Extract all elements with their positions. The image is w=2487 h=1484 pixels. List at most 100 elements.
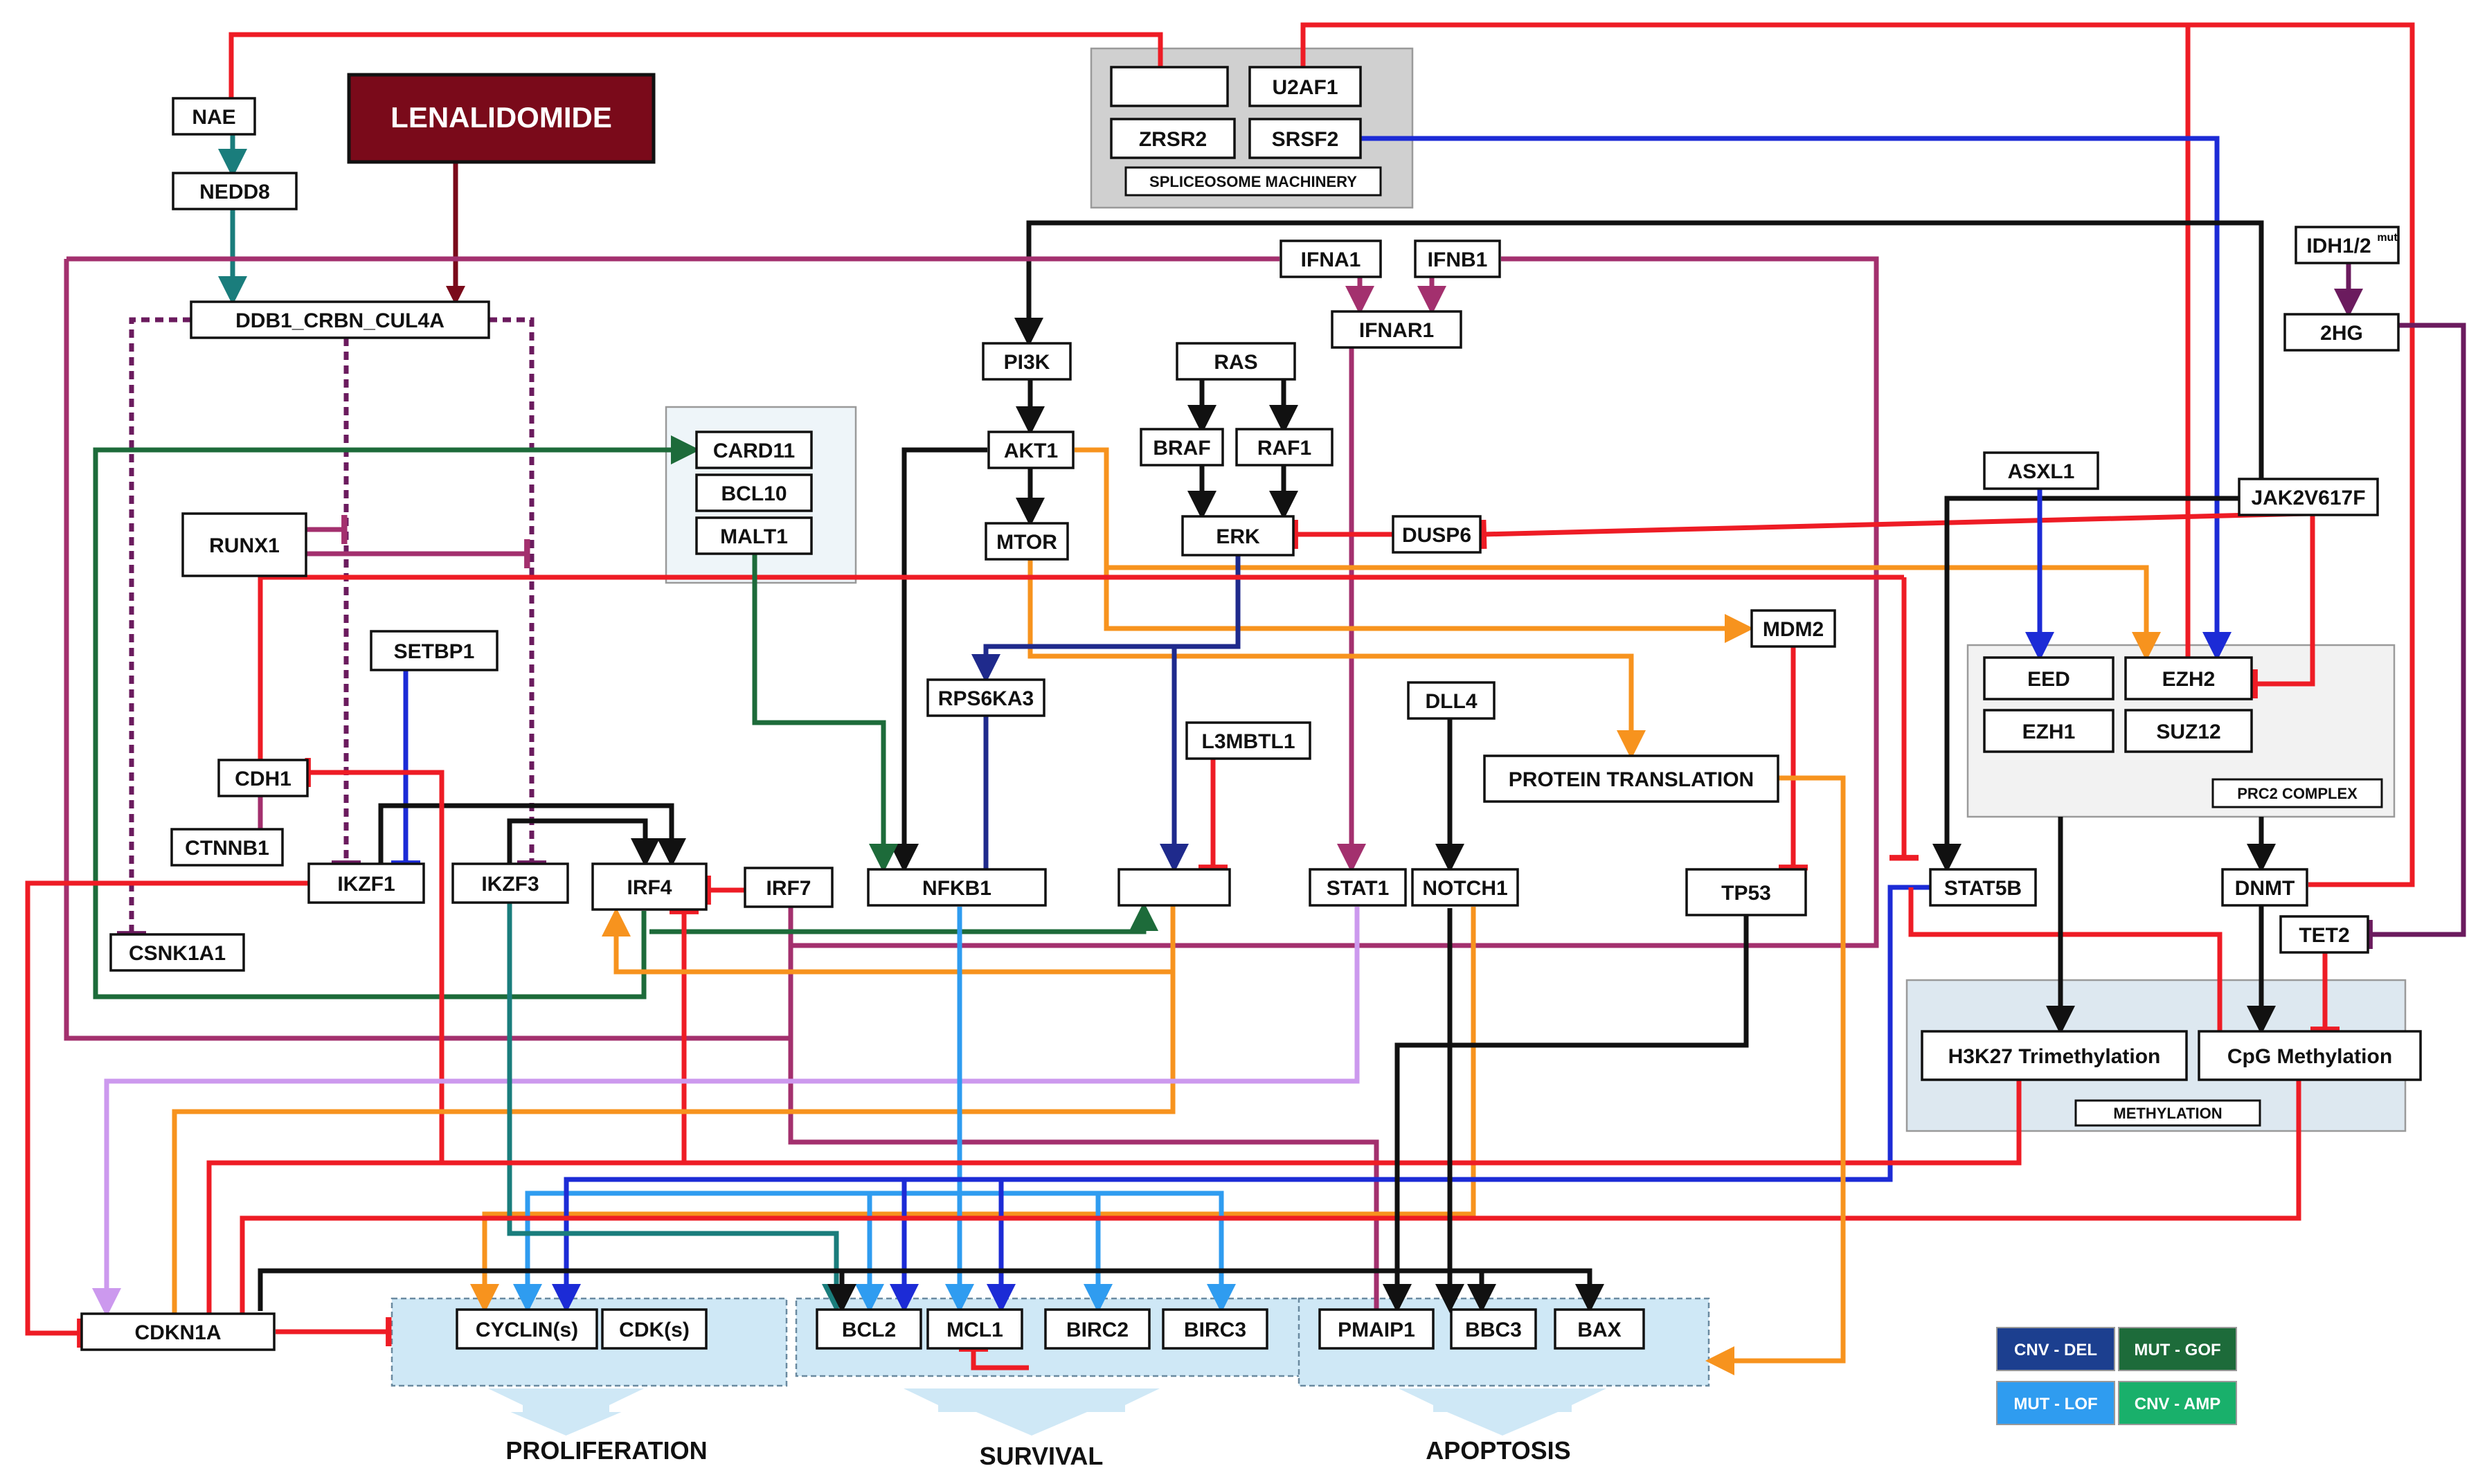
node-eed: EED: [1983, 656, 2115, 700]
node-zrsr2-label: ZRSR2: [1139, 128, 1207, 151]
node-notch1-label: NOTCH1: [1422, 877, 1507, 900]
node-dll4: DLL4: [1407, 681, 1496, 720]
proliferation-outcome-arrow: [488, 1388, 644, 1412]
node-mtor: MTOR: [985, 522, 1069, 561]
node-ifnb1-label: IFNB1: [1428, 248, 1488, 271]
node-h3k27-label: H3K27 Trimethylation: [1948, 1045, 2161, 1068]
node-myc-label: MYC: [1151, 877, 1198, 900]
prc2-group-label-box: [2211, 778, 2383, 808]
node-pmaip1-box: [1318, 1308, 1435, 1350]
node-bcl10-label: BCL10: [721, 482, 787, 505]
node-pi3k-label: PI3K: [1004, 351, 1050, 374]
node-ifna1-box: [1280, 239, 1382, 278]
edge-black-12: [1014, 220, 2264, 479]
edge-orange-57: [172, 972, 1176, 1314]
node-dusp6-box: [1392, 515, 1482, 554]
node-nedd8-box: [172, 172, 298, 210]
node-ddb1: DDB1_CRBN_CUL4A: [190, 300, 490, 339]
node-srsf2-label: SRSF2: [1272, 128, 1339, 151]
node-stat5b-label: STAT5B: [1944, 877, 2022, 900]
node-u2af1-label: U2AF1: [1272, 76, 1338, 99]
legend-cnv-del-label: CNV - DEL: [2014, 1341, 2097, 1359]
node-ifnb1-box: [1414, 239, 1501, 278]
survival-outcome-label: SURVIVAL: [980, 1442, 1104, 1470]
edge-navy-35: [1160, 644, 1238, 873]
node-ezh1-label: EZH1: [2022, 721, 2076, 743]
node-mdm2-label: MDM2: [1763, 618, 1824, 641]
node-erk-box: [1181, 515, 1295, 556]
node-l3mbtl1: L3MBTL1: [1185, 721, 1311, 760]
edge-blue-65: [552, 885, 1930, 1313]
edge-red-72: [1908, 887, 2223, 1031]
edge-red-69: [206, 1080, 2022, 1314]
node-ifnar1-box: [1331, 310, 1462, 349]
node-mcl1-box: [926, 1308, 1023, 1350]
node-ezh2: EZH2: [2124, 656, 2253, 700]
node-h3k27-box: [1921, 1030, 2188, 1081]
edge-red-51: [25, 880, 309, 1348]
edge-orange-83: [1705, 775, 1846, 1375]
node-ikzf1-box: [307, 862, 425, 904]
node-ctnnb1: CTNNB1: [170, 828, 284, 867]
node-l3mbtl1-box: [1185, 721, 1311, 760]
edge-plum-19: [788, 907, 1379, 1310]
apoptosis-outcome-arrowhead: [1447, 1412, 1558, 1436]
node-srsf2: SRSF2: [1248, 118, 1362, 159]
prc2-group-label: PRC2 COMPLEX: [2237, 785, 2358, 802]
node-ikzf3: IKZF3: [451, 862, 569, 904]
node-hg2-label: 2HG: [2320, 322, 2363, 345]
node-dnmt-label: DNMT: [2235, 877, 2295, 900]
node-card11-box: [695, 431, 813, 469]
edge-black-28: [890, 447, 987, 873]
node-braf: BRAF: [1140, 428, 1224, 467]
node-runx1-box: [181, 512, 307, 577]
node-irf4-box: [591, 862, 708, 911]
node-hg2: 2HG: [2283, 313, 2400, 352]
spliceosome-group-label: SPLICEOSOME MACHINERY: [1149, 173, 1357, 190]
legend-cnv-del-swatch: [1996, 1327, 2115, 1371]
node-cpg-label: CpG Methylation: [2227, 1045, 2392, 1068]
node-ikzf1: IKZF1: [307, 862, 425, 904]
node-nedd8-label: NEDD8: [199, 181, 270, 203]
node-dnmt: DNMT: [2221, 868, 2308, 907]
node-ctnnb1-box: [170, 828, 284, 867]
edge-green-44: [752, 554, 898, 873]
node-bax-label: BAX: [1577, 1319, 1621, 1341]
edge-red-10: [2188, 22, 2415, 887]
node-asxl1-label: ASXL1: [2008, 460, 2075, 483]
edge-red-38: [258, 574, 1904, 760]
node-csnk1a1-label: CSNK1A1: [129, 942, 226, 965]
node-ras: RAS: [1176, 342, 1296, 381]
edge-red-30: [1480, 511, 2309, 550]
node-ikzf3-box: [451, 862, 569, 904]
node-jak2: JAK2V617F: [2238, 478, 2379, 516]
node-eed-box: [1983, 656, 2115, 700]
node-ctnnb1-label: CTNNB1: [185, 837, 269, 860]
node-mdm2: MDM2: [1750, 609, 1836, 648]
node-pi3k-box: [982, 342, 1072, 381]
edge-plum-16: [791, 256, 1879, 948]
node-cdk-label: CDK(s): [619, 1319, 690, 1341]
edge-lightblue-61: [513, 1191, 960, 1313]
node-myc: MYC: [1117, 868, 1231, 907]
node-nfkb1: NFKB1: [867, 868, 1047, 907]
proliferation-outcome-label: PROLIFERATION: [505, 1436, 707, 1465]
node-ddb1-box: [190, 300, 490, 339]
node-erk: ERK: [1181, 515, 1295, 556]
node-hg2-box: [2283, 313, 2400, 352]
node-bcl2-label: BCL2: [842, 1319, 896, 1341]
node-ikzf1-label: IKZF1: [337, 873, 395, 896]
edges-layer: [25, 22, 2466, 1375]
node-rps6ka3: RPS6KA3: [926, 678, 1045, 717]
node-ezh2-label: EZH2: [2162, 668, 2216, 691]
node-sf3b1: SF3B1: [1110, 66, 1229, 107]
node-birc3-box: [1162, 1308, 1268, 1350]
node-cpg: CpG Methylation: [2198, 1030, 2422, 1081]
spliceosome-group-label-box: [1124, 166, 1382, 197]
node-irf4-label: IRF4: [627, 876, 672, 899]
node-ifna1: IFNA1: [1280, 239, 1382, 278]
nodes-layer: LENALIDOMIDENAENEDD8DDB1_CRBN_CUL4ASF3B1…: [80, 66, 2422, 1351]
node-suz12: SUZ12: [2124, 709, 2253, 753]
node-ifnar1-label: IFNAR1: [1359, 319, 1434, 342]
